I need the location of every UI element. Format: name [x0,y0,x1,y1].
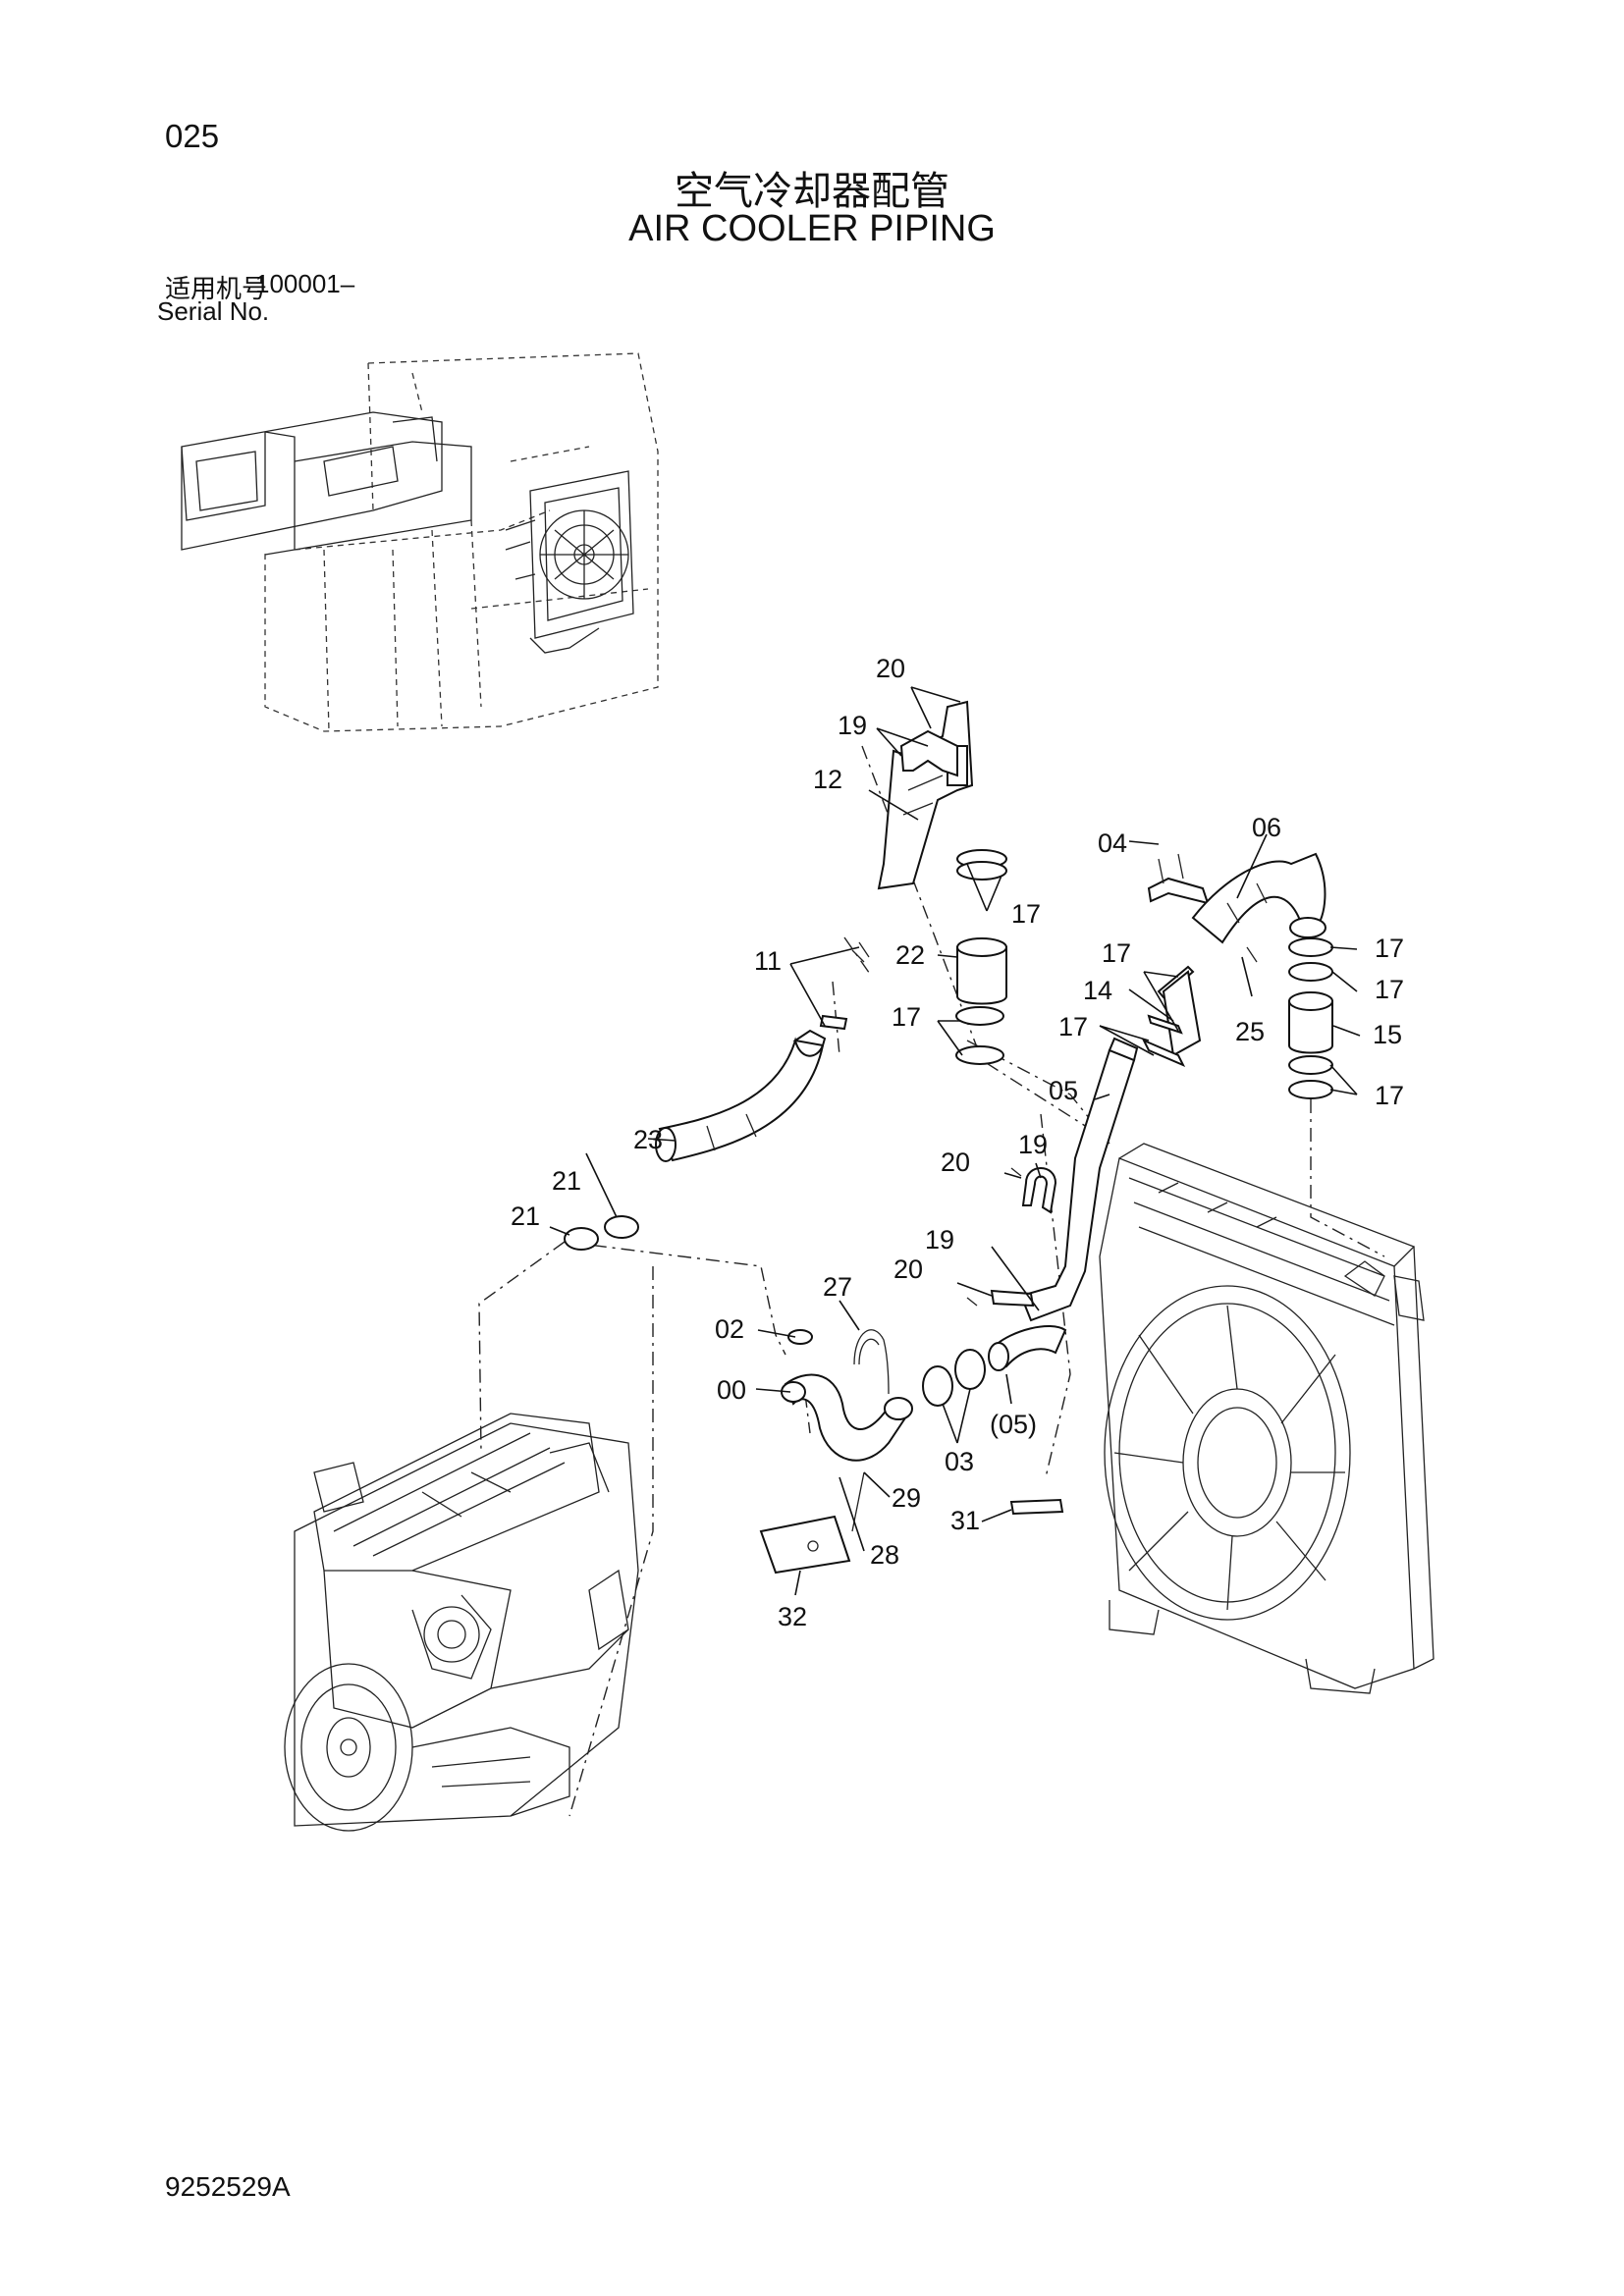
callout-17-right-1: 17 [1375,934,1404,963]
callout-17-upper: 17 [1011,899,1041,929]
callout-22: 22 [895,940,925,970]
callout-05-reference: (05) [990,1410,1037,1439]
callout-00: 00 [717,1375,746,1405]
page-title-chinese: 空气冷却器配管 [675,169,949,214]
right-outlet-pipe-group [1141,852,1333,1099]
radiator-illustration [1099,1143,1435,1694]
machine-overview-illustration [181,352,659,732]
callout-29: 29 [892,1483,921,1513]
callout-17-right-3: 17 [1375,1081,1404,1110]
callout-05: 05 [1049,1076,1078,1105]
callout-20-middle: 20 [941,1148,970,1177]
callout-32: 32 [778,1602,807,1631]
callout-19-top: 19 [838,711,867,740]
callout-31: 31 [950,1506,980,1535]
callout-19-middle: 19 [1018,1130,1048,1159]
callout-11: 11 [754,946,782,976]
callout-17-middle: 17 [892,1002,921,1032]
leader-lines [549,686,1361,1596]
callout-17-left-upper: 17 [1102,938,1131,968]
callout-06: 06 [1252,813,1281,842]
callout-23: 23 [633,1125,663,1154]
pipe-05-and-brackets [966,1037,1139,1371]
callout-14: 14 [1083,976,1112,1005]
page-number: 025 [165,118,220,154]
callout-15: 15 [1373,1020,1402,1049]
callout-numbers: 20 19 12 17 22 11 17 23 21 21 04 06 17 1… [511,654,1404,1631]
callout-21-left: 21 [511,1201,540,1231]
callout-27: 27 [823,1272,852,1302]
callout-04: 04 [1098,828,1127,858]
serial-label-english: Serial No. [157,296,270,326]
page-title-english: AIR COOLER PIPING [628,208,996,249]
serial-label-chinese: 适用机号 [165,275,268,304]
callout-02: 02 [715,1314,744,1344]
callout-21-right: 21 [552,1166,581,1196]
callout-20-lower: 20 [893,1255,923,1284]
hose-23-and-clamps [564,1029,827,1251]
callout-03: 03 [945,1447,974,1476]
upper-intake-pipe-group [819,700,1007,1065]
document-number: 9252529A [165,2171,291,2202]
callout-17-left-lower: 17 [1058,1012,1088,1041]
callout-20-top: 20 [876,654,905,683]
serial-value: 100001– [255,269,355,298]
engine-illustration [284,1413,639,1832]
callout-25: 25 [1235,1017,1265,1046]
lower-hose-group [759,1329,1064,1575]
callout-12: 12 [813,765,842,794]
callout-28: 28 [870,1540,899,1570]
assembly-guide-lines [478,745,1385,1817]
callout-19-lower: 19 [925,1225,954,1255]
callout-17-right-2: 17 [1375,975,1404,1004]
